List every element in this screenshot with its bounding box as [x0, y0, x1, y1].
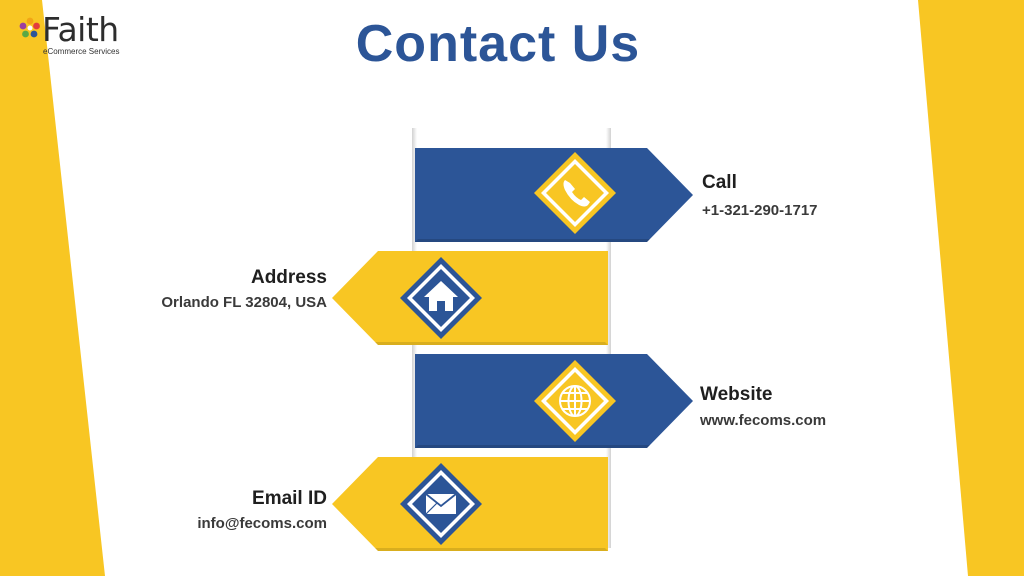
email-link[interactable]: info@fecoms.com: [197, 515, 327, 532]
call-label: Call: [702, 172, 737, 193]
address-value: Orlando FL 32804, USA: [161, 294, 327, 311]
page-title: Contact Us: [355, 15, 641, 73]
globe-icon[interactable]: [532, 358, 618, 444]
address-label: Address: [250, 267, 327, 288]
divider-right: [606, 128, 611, 548]
envelope-icon[interactable]: [398, 461, 484, 547]
email-label: Email ID: [252, 488, 327, 509]
flower-logo-icon: [19, 17, 40, 38]
brand-tagline: eCommerce Services: [43, 47, 120, 56]
brand-name: Faith: [42, 10, 119, 49]
website-label: Website: [700, 384, 773, 405]
phone-icon[interactable]: [532, 150, 618, 236]
call-value[interactable]: +1-321-290-1717: [702, 202, 818, 219]
brand-logo[interactable]: Faith eCommerce Services: [18, 10, 138, 58]
home-icon[interactable]: [398, 255, 484, 341]
website-link[interactable]: www.fecoms.com: [700, 412, 827, 429]
